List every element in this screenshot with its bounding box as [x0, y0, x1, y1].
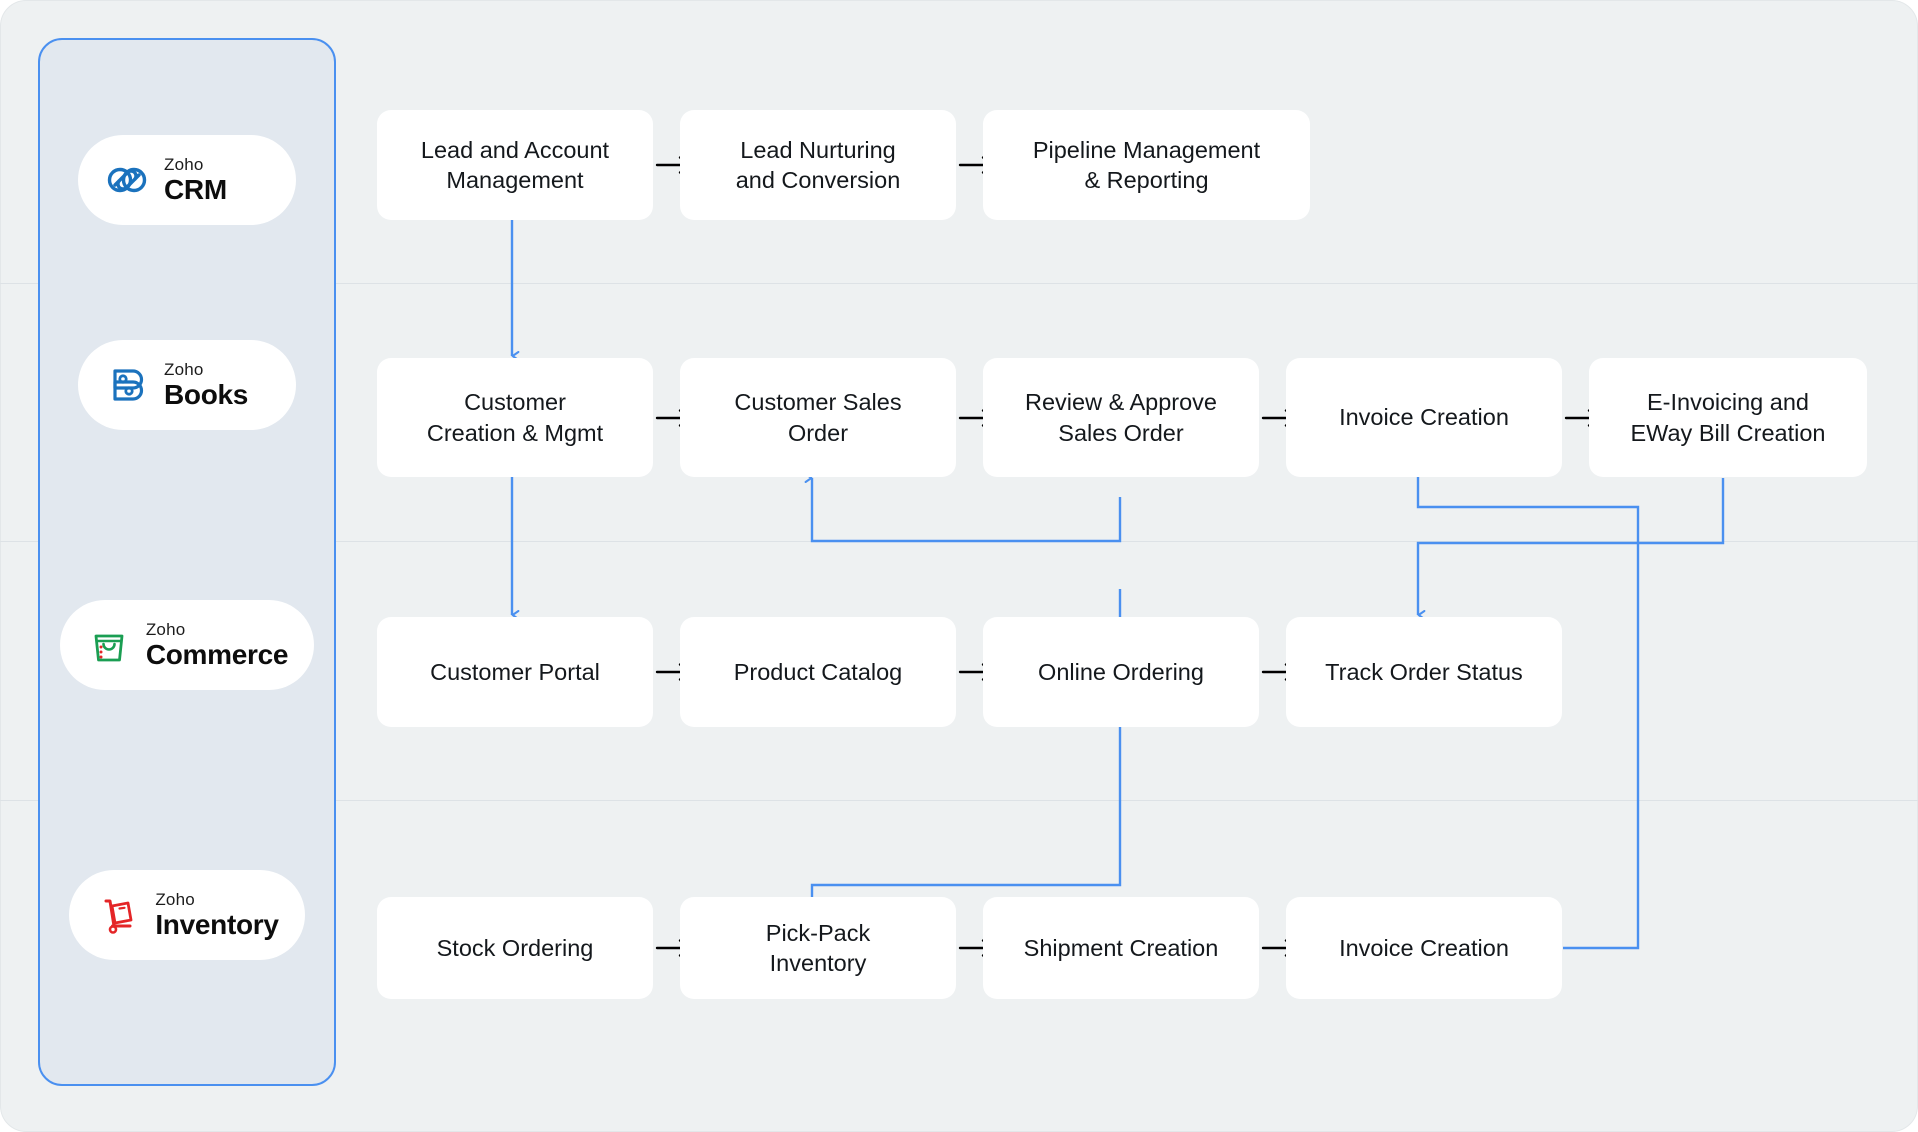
app-name-label: Inventory [155, 909, 279, 940]
row-divider-crm-books [0, 283, 1918, 284]
node-pick-pack-inventory[interactable]: Pick-Pack Inventory [680, 897, 956, 999]
app-badge-books[interactable]: Zoho Books [38, 330, 336, 440]
zoho-commerce-logo-icon [86, 622, 132, 668]
zoho-crm-logo-icon [104, 157, 150, 203]
node-books-invoice-creation[interactable]: Invoice Creation [1286, 358, 1562, 477]
node-line-2: Creation & Mgmt [426, 419, 604, 446]
app-brand-label: Zoho [155, 890, 195, 909]
node-line-2: Inventory [769, 950, 867, 976]
app-badge-crm[interactable]: Zoho CRM [38, 125, 336, 235]
node-line-1: Shipment Creation [1023, 934, 1219, 961]
zoho-inventory-logo-icon [95, 892, 141, 938]
node-line-2: Sales Order [1058, 419, 1184, 446]
node-line-1: Customer Portal [430, 658, 600, 685]
node-line-1: Pick-Pack [765, 919, 871, 946]
node-line-2: Management [446, 167, 584, 193]
app-name-label: CRM [164, 174, 227, 205]
node-online-ordering[interactable]: Online Ordering [983, 617, 1259, 727]
node-pipeline-management-and-reporting[interactable]: Pipeline Management & Reporting [983, 110, 1310, 220]
node-line-1: Lead and Account [420, 136, 610, 163]
node-line-1: Track Order Status [1325, 658, 1523, 685]
node-line-1: Invoice Creation [1339, 404, 1509, 431]
node-line-1: Online Ordering [1038, 658, 1204, 685]
node-line-1: Review & Approve [1024, 389, 1218, 416]
zoho-books-logo-icon [104, 362, 150, 408]
node-lead-and-account-management[interactable]: Lead and Account Management [377, 110, 653, 220]
node-shipment-creation[interactable]: Shipment Creation [983, 897, 1259, 999]
node-line-2: Order [787, 419, 849, 446]
node-line-2: & Reporting [1084, 167, 1209, 193]
node-line-1: Pipeline Management [1032, 136, 1261, 163]
node-line-1: Stock Ordering [436, 934, 594, 961]
node-line-1: Customer Sales [734, 389, 902, 416]
connector-eway-to-track-order [1416, 478, 1725, 621]
app-badge-inventory[interactable]: Zoho Inventory [38, 860, 336, 970]
node-stock-ordering[interactable]: Stock Ordering [377, 897, 653, 999]
node-customer-portal[interactable]: Customer Portal [377, 617, 653, 727]
node-customer-sales-order[interactable]: Customer Sales Order [680, 358, 956, 477]
app-name-label: Commerce [145, 639, 289, 670]
node-line-2: EWay Bill Creation [1630, 419, 1826, 446]
node-customer-creation-and-mgmt[interactable]: Customer Creation & Mgmt [377, 358, 653, 477]
node-inventory-invoice-creation[interactable]: Invoice Creation [1286, 897, 1562, 999]
app-brand-label: Zoho [164, 155, 204, 174]
node-line-2: and Conversion [735, 167, 901, 193]
node-line-1: Customer [464, 389, 566, 416]
app-brand-label: Zoho [164, 360, 204, 379]
app-brand-label: Zoho [145, 620, 186, 639]
node-line-1: Product Catalog [733, 658, 903, 685]
connector-online-ordering-to-sales-order [804, 472, 1122, 543]
node-line-1: Lead Nurturing [740, 136, 896, 163]
node-lead-nurturing-and-conversion[interactable]: Lead Nurturing and Conversion [680, 110, 956, 220]
node-line-1: E-Invoicing and [1647, 389, 1809, 416]
node-einvoicing-and-eway-bill-creation[interactable]: E-Invoicing and EWay Bill Creation [1589, 358, 1867, 477]
node-track-order-status[interactable]: Track Order Status [1286, 617, 1562, 727]
node-product-catalog[interactable]: Product Catalog [680, 617, 956, 727]
app-badge-commerce[interactable]: Zoho Commerce [38, 590, 336, 700]
node-line-1: Invoice Creation [1339, 934, 1509, 961]
app-name-label: Books [164, 379, 249, 410]
node-review-and-approve-sales-order[interactable]: Review & Approve Sales Order [983, 358, 1259, 477]
